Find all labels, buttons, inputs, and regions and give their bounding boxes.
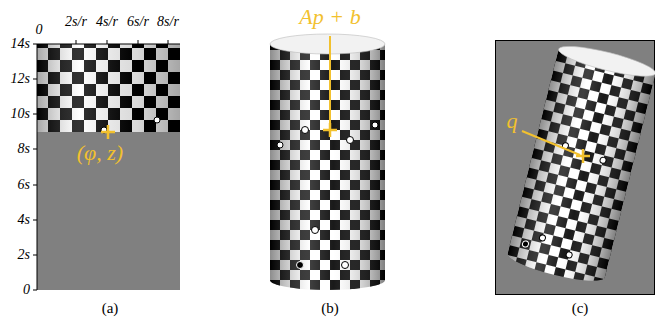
math-annotation: q (507, 110, 518, 132)
axis-tick-label: 14s (11, 37, 30, 51)
axis-origin: 0 (36, 23, 43, 37)
axis-tick-label: 6s (18, 178, 30, 192)
axis-tick-label: 12s (11, 72, 30, 86)
axis-tick-label: 0 (23, 283, 30, 297)
axis-tick-label: 8s (18, 142, 30, 156)
math-annotation: (φ, z) (77, 142, 123, 164)
axis-tick-label: 2s (18, 248, 30, 262)
panel-label: (b) (321, 301, 339, 316)
math-annotation: Ap + b (299, 6, 360, 28)
axis-tick-label: 8s/r (157, 15, 179, 29)
axis-tick-label: 4s (18, 213, 30, 227)
axis-tick-label: 6s/r (127, 15, 149, 29)
axis-tick-label: 4s/r (96, 15, 118, 29)
panel-label: (a) (102, 301, 119, 316)
panel-label: (c) (572, 301, 589, 316)
axis-tick-label: 2s/r (65, 15, 87, 29)
axis-tick-label: 10s (11, 107, 30, 121)
